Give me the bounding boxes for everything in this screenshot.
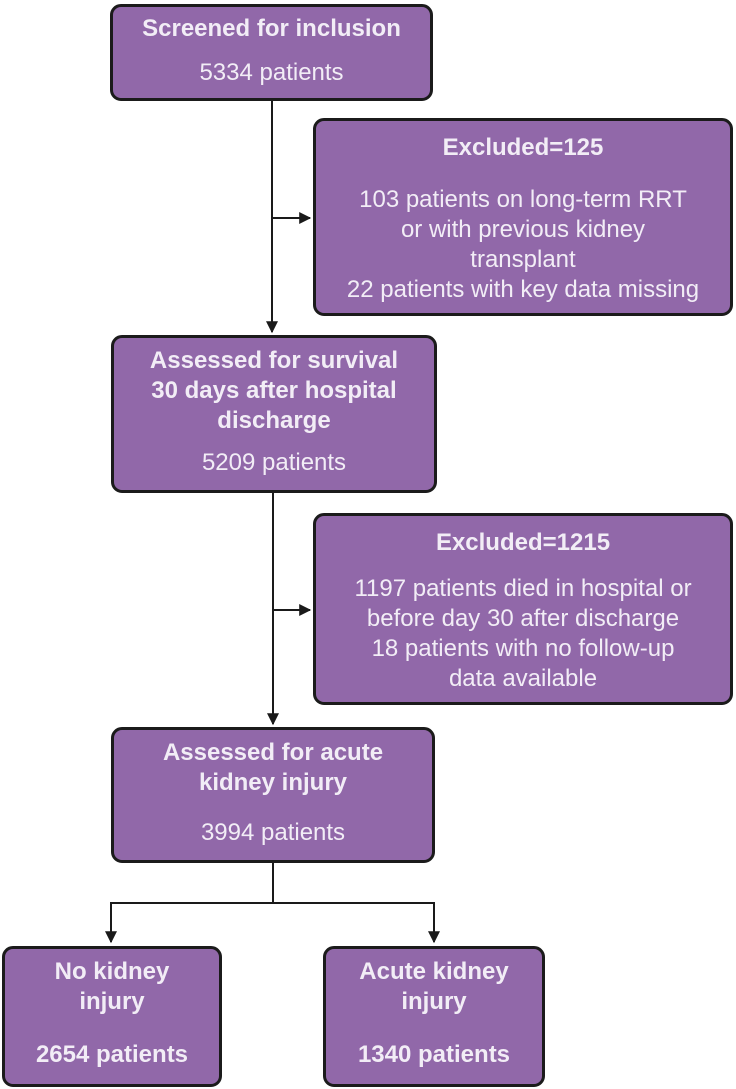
node-title: Assessed for acute kidney injury [162, 739, 384, 796]
node-count: 3994 patients [200, 819, 346, 846]
node-title: Acute kidney injury [359, 958, 509, 1015]
node-count: 2654 patients [35, 1041, 189, 1068]
node-no-kidney-injury: No kidney injury 2654 patients [2, 946, 222, 1087]
node-title: Excluded=1215 [435, 529, 611, 556]
node-count: 5334 patients [199, 59, 344, 86]
node-excluded-1215: Excluded=1215 1197 patients died in hosp… [313, 513, 733, 705]
node-count: 1340 patients [357, 1041, 511, 1068]
node-title: Screened for inclusion [142, 15, 401, 42]
node-excluded-125: Excluded=125 103 patients on long-term R… [313, 118, 733, 316]
node-title: Assessed for survival 30 days after hosp… [149, 347, 399, 434]
node-assessed-for-acute-kidney-injury: Assessed for acute kidney injury 3994 pa… [111, 727, 435, 863]
node-assessed-for-survival: Assessed for survival 30 days after hosp… [111, 335, 437, 493]
node-screened-for-inclusion: Screened for inclusion 5334 patients [110, 4, 433, 101]
node-body: 103 patients on long-term RRT or with pr… [346, 186, 700, 303]
node-title: Excluded=125 [442, 134, 604, 161]
node-body: 1197 patients died in hospital or before… [354, 575, 692, 692]
node-count: 5209 patients [201, 449, 347, 476]
node-acute-kidney-injury: Acute kidney injury 1340 patients [323, 946, 545, 1087]
node-title: No kidney injury [54, 958, 170, 1015]
